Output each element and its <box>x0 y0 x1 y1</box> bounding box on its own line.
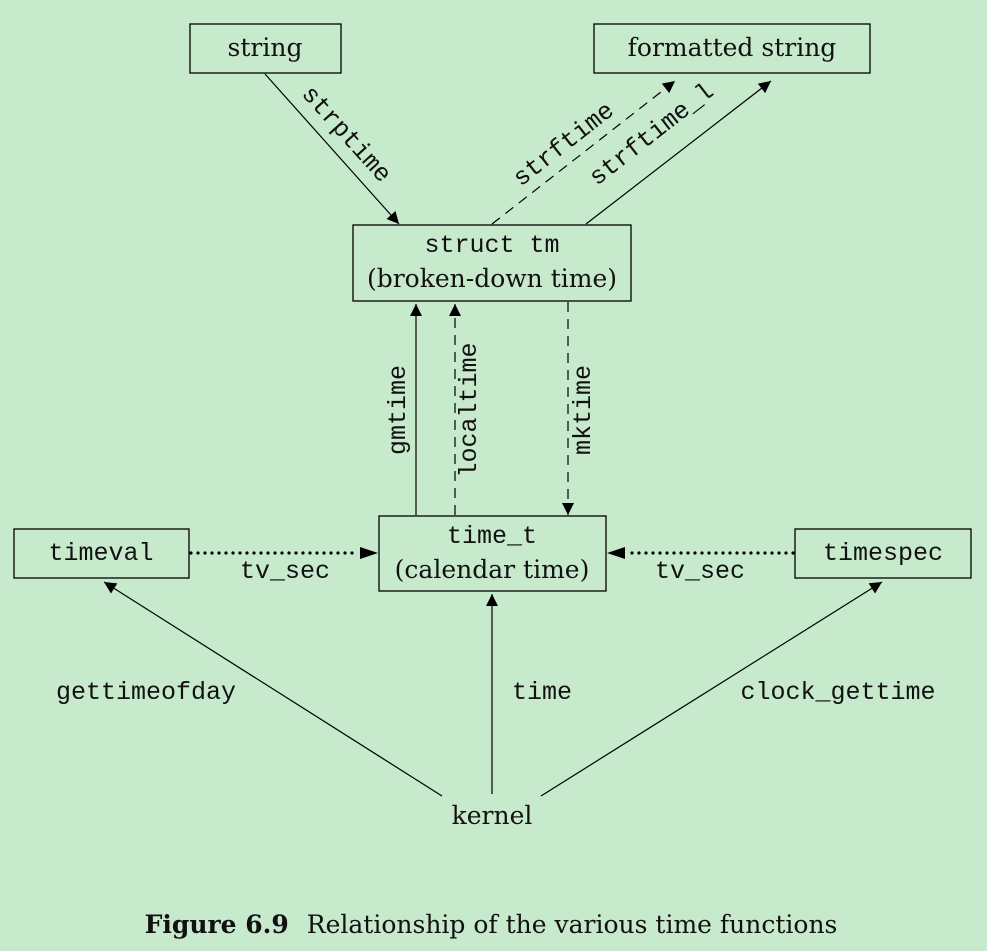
node-struct-tm-name: struct tm <box>424 231 559 260</box>
edge-tv-sec-right-arrowhead <box>607 547 625 559</box>
caption-label: Figure 6.9 <box>145 910 289 939</box>
label-mktime: mktime <box>569 365 598 455</box>
label-tv-sec-right: tv_sec <box>655 557 745 586</box>
node-struct-tm: struct tm (broken-down time) <box>352 224 632 302</box>
node-time-t: time_t (calendar time) <box>378 515 607 592</box>
edge-gettimeofday <box>103 581 443 797</box>
label-gmtime: gmtime <box>384 365 413 455</box>
edge-strftime-l <box>585 80 772 225</box>
node-time-t-name: time_t <box>447 522 537 551</box>
node-kernel: kernel <box>452 801 533 830</box>
label-clock-gettime: clock_gettime <box>740 678 935 707</box>
node-timespec-label: timespec <box>823 539 943 568</box>
node-struct-tm-desc: (broken-down time) <box>367 264 617 293</box>
figure-caption: Figure 6.9 Relationship of the various ti… <box>145 910 838 939</box>
label-time: time <box>512 678 572 707</box>
label-gettimeofday: gettimeofday <box>56 678 236 707</box>
label-strptime: strptime <box>295 80 397 189</box>
node-timespec: timespec <box>794 528 972 579</box>
edge-strftime <box>491 80 676 225</box>
label-tv-sec-left: tv_sec <box>240 557 330 586</box>
node-timeval: timeval <box>13 528 190 579</box>
edge-clock-gettime <box>540 581 883 797</box>
node-timeval-label: timeval <box>48 539 153 568</box>
edge-strptime <box>264 73 400 225</box>
node-time-t-desc: (calendar time) <box>395 555 590 584</box>
node-formatted-string-label: formatted string <box>628 33 837 62</box>
label-strftime-l: strftime_l <box>584 77 720 192</box>
edge-tv-sec-left-arrowhead <box>360 547 378 559</box>
label-localtime: localtime <box>455 342 484 477</box>
node-string: string <box>189 23 342 74</box>
caption-text: Relationship of the various time functio… <box>307 910 838 939</box>
node-formatted-string: formatted string <box>593 23 871 74</box>
node-string-label: string <box>228 33 303 62</box>
